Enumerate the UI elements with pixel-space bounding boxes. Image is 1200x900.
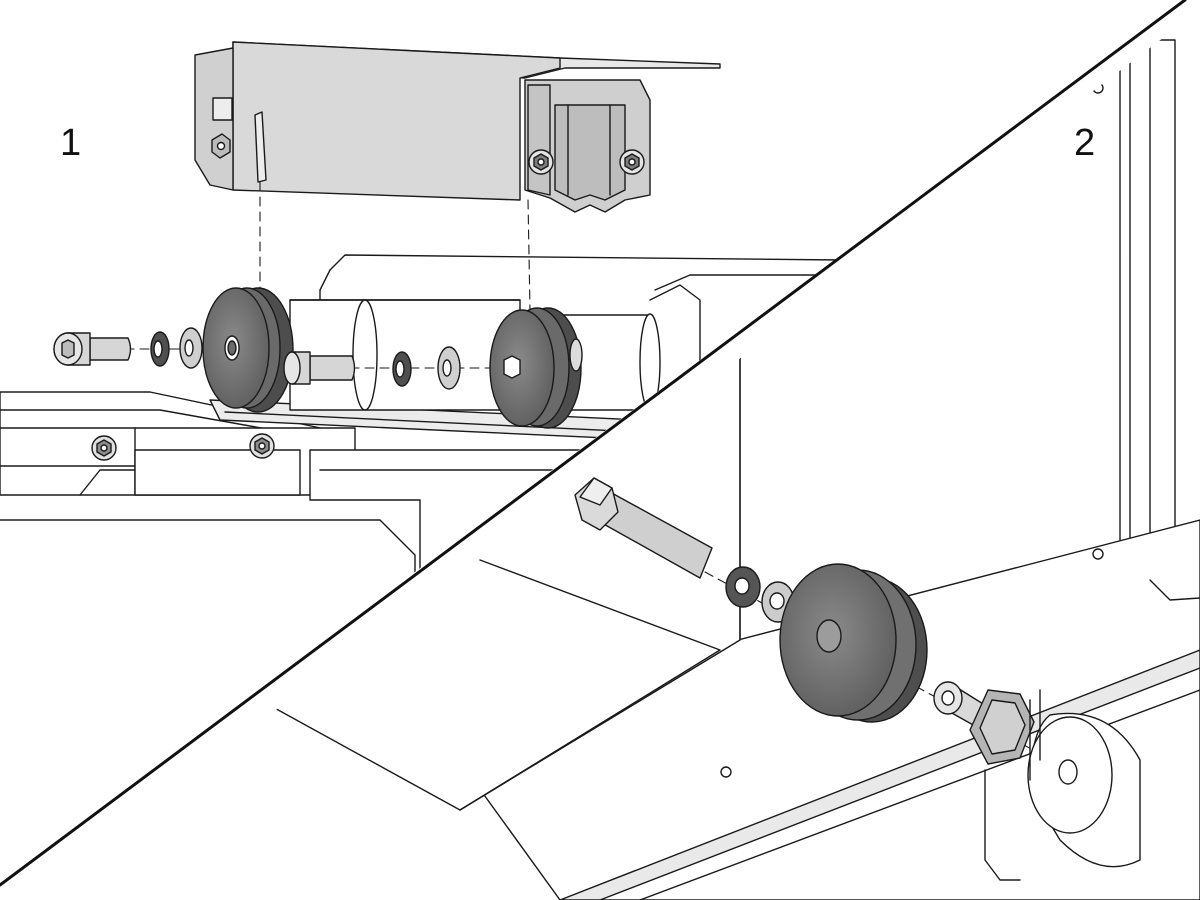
grooved-wheel [779, 563, 928, 723]
guide-wheel-right [489, 307, 583, 429]
hex-bolt [574, 477, 713, 579]
hex-nut [969, 689, 1035, 765]
cap-screw-left [53, 332, 132, 366]
panel-2-scene [259, 39, 1200, 900]
guide-cover [194, 41, 721, 213]
frame-bolt-right [249, 433, 275, 459]
guide-wheel-left [202, 287, 294, 413]
flat-washer-right [437, 346, 461, 390]
lock-washer-panel-2 [725, 566, 761, 608]
cover-nut-left [211, 133, 231, 159]
cover-nut-middle [528, 149, 554, 175]
frame-bolt-left [91, 435, 117, 461]
flat-washer-left [179, 327, 203, 369]
step-2-label: 2 [1074, 122, 1096, 164]
roller-cylinder [289, 299, 661, 411]
cap-screw-right [283, 351, 356, 385]
bearing-block [984, 689, 1141, 881]
panel-divider [0, 0, 1187, 887]
lock-washer-left [150, 331, 170, 367]
cover-nut-right [619, 149, 645, 175]
step-1-label: 1 [60, 122, 82, 164]
lock-washer-right [392, 351, 412, 387]
